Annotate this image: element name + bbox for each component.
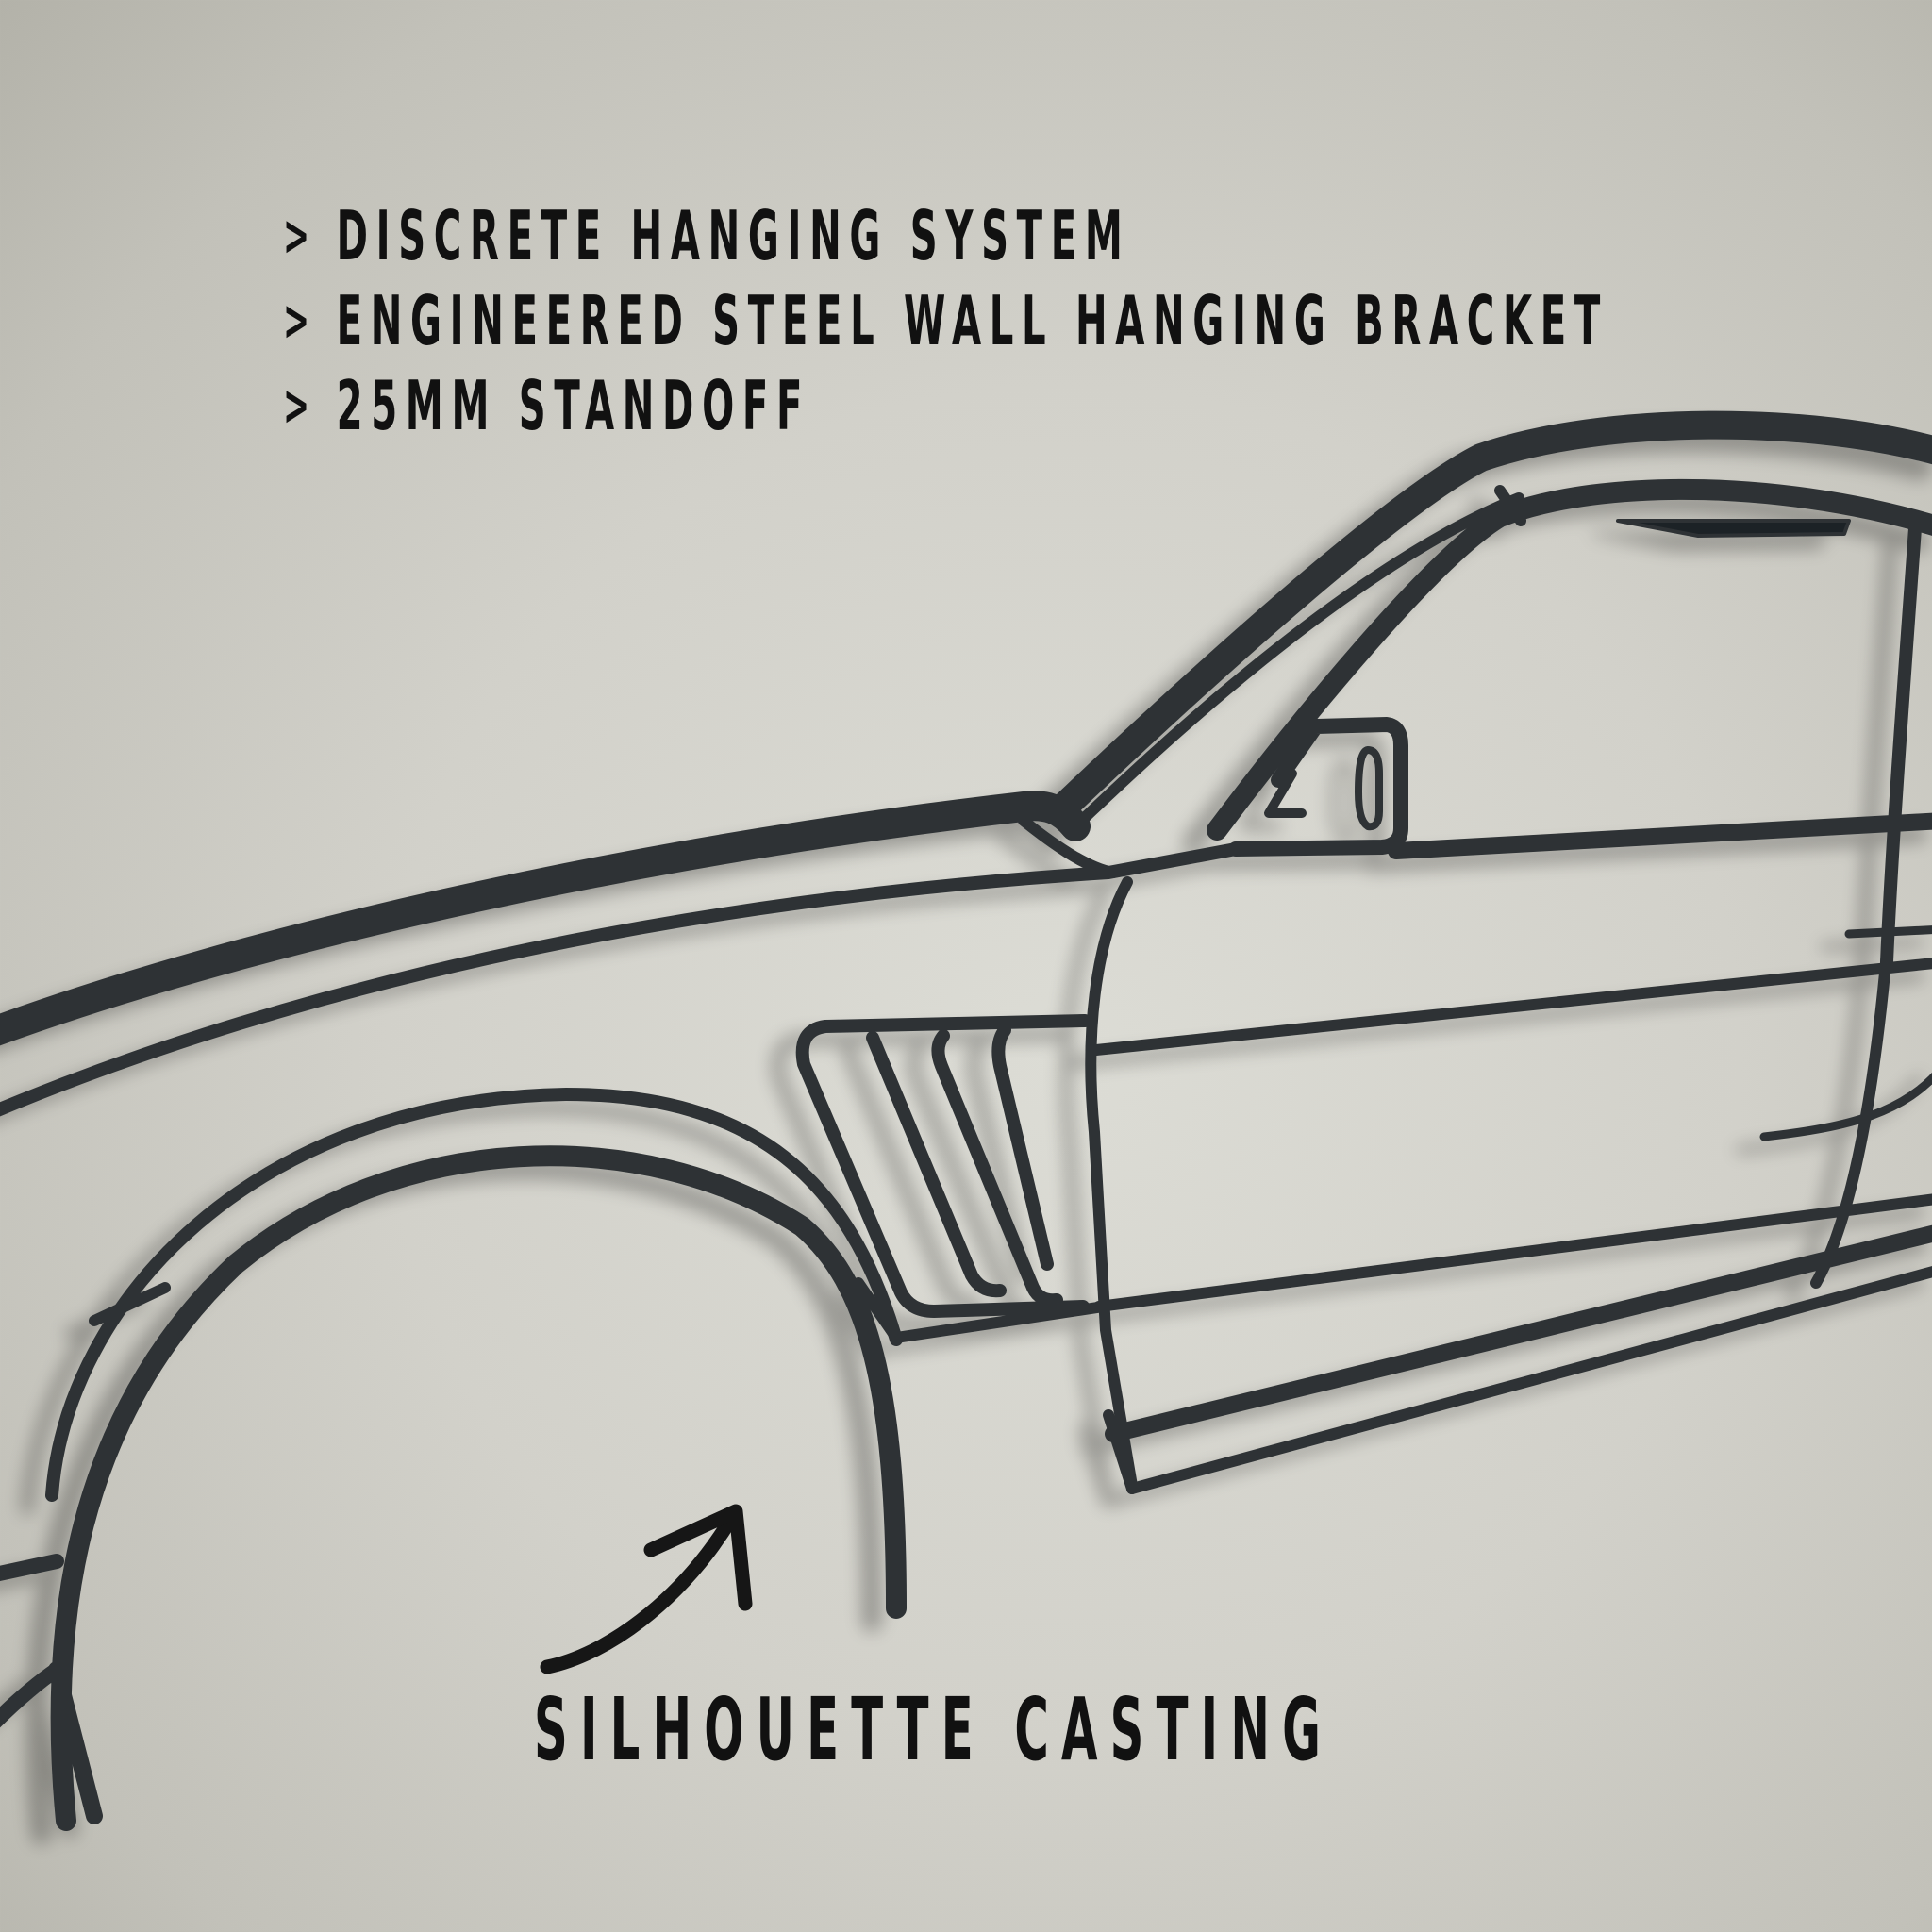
b-pillar: [1880, 522, 1922, 969]
wheel-arch-inner: [50, 1145, 907, 1831]
pointer-arrow-icon: [540, 1504, 753, 1674]
sill-join: [1103, 1409, 1138, 1494]
mirror-stalk: [1264, 769, 1307, 818]
door-rear-edge: [1810, 947, 1892, 1289]
door-front-edge: [1085, 876, 1138, 1491]
chevron-right-icon: >: [283, 288, 310, 354]
annotation-caption: SILHOUETTE CASTING: [534, 1679, 1334, 1780]
wheel-arch-outer: [45, 1088, 903, 1502]
feature-item: >25MM STANDOFF: [283, 363, 1608, 448]
cowl-joint: [1018, 815, 1119, 878]
vent-slat-3: [991, 1024, 1054, 1271]
feature-label: DISCRETE HANGING SYSTEM: [336, 196, 1131, 275]
bumper-line-1: [0, 1554, 64, 1582]
chevron-right-icon: >: [283, 373, 310, 439]
feature-label: ENGINEERED STEEL WALL HANGING BRACKET: [336, 281, 1608, 360]
feature-label: 25MM STANDOFF: [336, 366, 811, 445]
feature-item: > ENGINEERED STEEL WALL HANGING BRACKET: [283, 278, 1608, 363]
vent-slat-1: [866, 1031, 1007, 1298]
sill-upper: [1105, 1224, 1932, 1442]
feature-list: > DISCRETE HANGING SYSTEM > ENGINEERED STE…: [283, 193, 1932, 448]
vent-frame: [795, 1014, 1091, 1318]
arch-bridge: [89, 1282, 171, 1326]
feature-item: > DISCRETE HANGING SYSTEM: [283, 193, 1608, 278]
belt-line: [1388, 812, 1932, 859]
a-pillar-strip: [1070, 492, 1524, 832]
roofline-inner: [1207, 478, 1932, 841]
mirror-glass: [1355, 746, 1383, 831]
trim-line-b: [1759, 1072, 1932, 1141]
door-line-mid: [1093, 1193, 1932, 1312]
a-pillar-cap: [1494, 485, 1526, 526]
roofline-outer: [1047, 410, 1932, 824]
sill-lower: [1126, 1266, 1932, 1494]
vent-slat-2: [931, 1029, 1063, 1307]
chevron-right-icon: >: [283, 203, 310, 269]
hood-inner: [0, 842, 1242, 1117]
trim-line-a: [1844, 925, 1932, 939]
hood-top: [0, 791, 1091, 1046]
steel-silhouette: [0, 410, 1932, 1831]
bumper-line-2: [0, 1662, 64, 1728]
bumper-drop: [48, 1661, 103, 1824]
wall-bracket: [1616, 519, 1851, 538]
door-line-upper: [1091, 958, 1932, 1056]
